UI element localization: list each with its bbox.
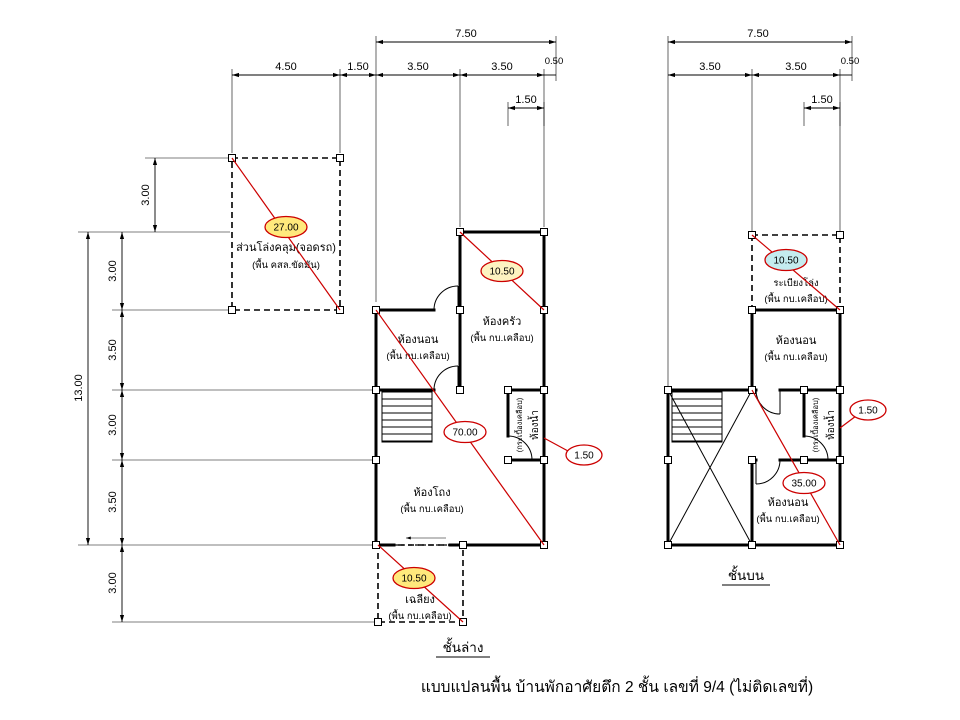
upper-floor-plan: ระเบียงโล่ง (พื้น กบ.เคลือบ) xyxy=(664,231,844,586)
dimensions-top-ground: 7.50 4.50 1.50 3.50 3.50 0.50 1.50 xyxy=(231,28,564,302)
porch-floor: (พื้น กบ.เคลือบ) xyxy=(388,609,451,622)
dim-gf-seg1: 3.50 xyxy=(407,61,428,73)
dim-gf-seg3: 0.50 xyxy=(545,56,564,67)
kitchen-floor: (พื้น กบ.เคลือบ) xyxy=(470,331,533,344)
area-callout-carport: 27.00 xyxy=(264,215,308,239)
bath-uf-floor: (กระเบื้องเคลือบ) xyxy=(810,397,820,452)
dim-uf-seg2: 3.50 xyxy=(785,61,806,73)
balcony-area: ระเบียงโล่ง (พื้น กบ.เคลือบ) xyxy=(748,231,844,311)
dim-left-s1: 3.00 xyxy=(107,260,119,281)
dim-left-s3: 3.00 xyxy=(107,414,119,435)
dim-uf-seg3: 0.50 xyxy=(841,56,860,67)
bath-uf-name: ห้องน้ำ xyxy=(823,410,837,440)
carport-area-value: 27.00 xyxy=(273,223,298,234)
kitchen-area-value: 10.50 xyxy=(489,267,514,278)
bedroom-bottom-name: ห้องนอน xyxy=(768,497,809,509)
porch-name: เฉลียง xyxy=(405,593,435,606)
carport-floor: (พื้น คสล.ขัดมัน) xyxy=(252,258,320,271)
balcony-floor: (พื้น กบ.เคลือบ) xyxy=(764,292,827,305)
dim-gf-gap: 1.50 xyxy=(347,61,368,73)
dim-uf-seg1: 3.50 xyxy=(699,61,720,73)
bath-gf-area-value: 1.50 xyxy=(574,451,594,462)
carport-name: ส่วนโล่งคลุม(จอดรถ) xyxy=(236,240,336,254)
drawing-title: แบบแปลนพื้น บ้านพักอาศัยตึก 2 ชั้น เลขที… xyxy=(421,675,813,696)
ground-floor-caption: ชั้นล่าง xyxy=(443,637,484,655)
kitchen-name: ห้องครัว xyxy=(483,316,522,328)
upper-floor-caption: ชั้นบน xyxy=(728,565,764,583)
porch-area-value: 10.50 xyxy=(401,574,426,585)
dim-gf-bath: 1.50 xyxy=(515,94,536,106)
bedroom-bottom-area-value: 35.00 xyxy=(791,479,816,490)
hall-floor: (พื้น กบ.เคลือบ) xyxy=(400,502,463,515)
area-callout-bath-uf: 1.50 xyxy=(849,399,887,421)
dim-gf-seg2: 3.50 xyxy=(491,61,512,73)
hall-area-value: 70.00 xyxy=(452,428,477,439)
dimensions-left: 3.00 3.00 3.50 3.00 3.50 3.00 13.00 xyxy=(73,157,374,623)
dim-left-s5: 3.00 xyxy=(107,572,119,593)
area-callout-kitchen: 10.50 xyxy=(480,259,524,283)
bedroom-gf-name: ห้องนอน xyxy=(398,334,439,346)
bedroom-bottom-floor: (พื้น กบ.เคลือบ) xyxy=(756,512,819,525)
hall-name: ห้องโถง xyxy=(413,485,450,499)
area-callout-porch: 10.50 xyxy=(392,566,436,590)
dim-left-s4: 3.50 xyxy=(107,491,119,512)
area-callout-bath-gf: 1.50 xyxy=(565,444,603,466)
dim-left-s2: 3.50 xyxy=(107,339,119,360)
staircase-upper xyxy=(671,391,723,443)
area-callout-hall: 70.00 xyxy=(443,420,487,444)
bath-gf-name: ห้องน้ำ xyxy=(527,410,541,440)
bath-uf-area-value: 1.50 xyxy=(858,406,878,417)
balcony-area-value: 10.50 xyxy=(773,256,798,267)
area-callout-balcony: 10.50 xyxy=(764,248,808,272)
bath-gf-floor: (กระเบื้องเคลือบ) xyxy=(514,397,524,452)
dim-left-top: 3.00 xyxy=(140,184,152,205)
dim-gf-carport: 4.50 xyxy=(275,61,296,73)
dimensions-top-upper: 7.50 3.50 3.50 0.50 1.50 xyxy=(667,28,860,386)
area-callouts: 27.00 10.50 70.00 1.50 10.50 10.50 35.00 xyxy=(264,215,887,590)
balcony-name: ระเบียงโล่ง xyxy=(773,277,818,289)
staircase-ground xyxy=(381,391,433,443)
dim-uf-bath: 1.50 xyxy=(811,94,832,106)
bedroom-top-name: ห้องนอน xyxy=(776,335,817,347)
dim-gf-total: 7.50 xyxy=(455,28,476,40)
ground-floor-plan: เฉลียง (พื้น กบ.เคลือบ) ห้องครัว (พื้น ก… xyxy=(372,228,548,658)
bedroom-top-floor: (พื้น กบ.เคลือบ) xyxy=(764,350,827,363)
dim-uf-total: 7.50 xyxy=(747,28,768,40)
dim-left-total: 13.00 xyxy=(73,374,85,402)
area-callout-bedroom-bottom: 35.00 xyxy=(782,471,826,495)
bedroom-gf-floor: (พื้น กบ.เคลือบ) xyxy=(386,349,449,362)
